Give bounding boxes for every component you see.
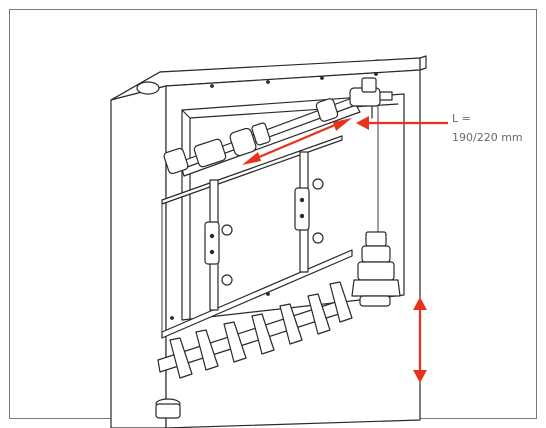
lower-manifold-outlets [155, 281, 353, 419]
right-bracket [294, 151, 324, 273]
height-arrowhead-bottom [413, 370, 427, 383]
vertical-connector [351, 231, 401, 307]
pipe-length-arrowhead-end [333, 118, 352, 131]
upper-manifold-pipe [163, 77, 393, 177]
dimension-value: 190/220 mm [452, 131, 523, 144]
dimension-label: L = [452, 112, 471, 125]
left-bracket [204, 179, 233, 311]
pipe-length-double-arrow [251, 120, 343, 162]
left-end-valve [163, 147, 189, 175]
cabinet-left-face [110, 85, 167, 428]
pipe-length-arrowhead-start [242, 152, 261, 165]
cabinet-top-hole [136, 81, 160, 95]
dimension-arrows [242, 116, 448, 383]
height-arrowhead-top [413, 297, 427, 310]
dimension-pointer-arrowhead [356, 116, 369, 130]
